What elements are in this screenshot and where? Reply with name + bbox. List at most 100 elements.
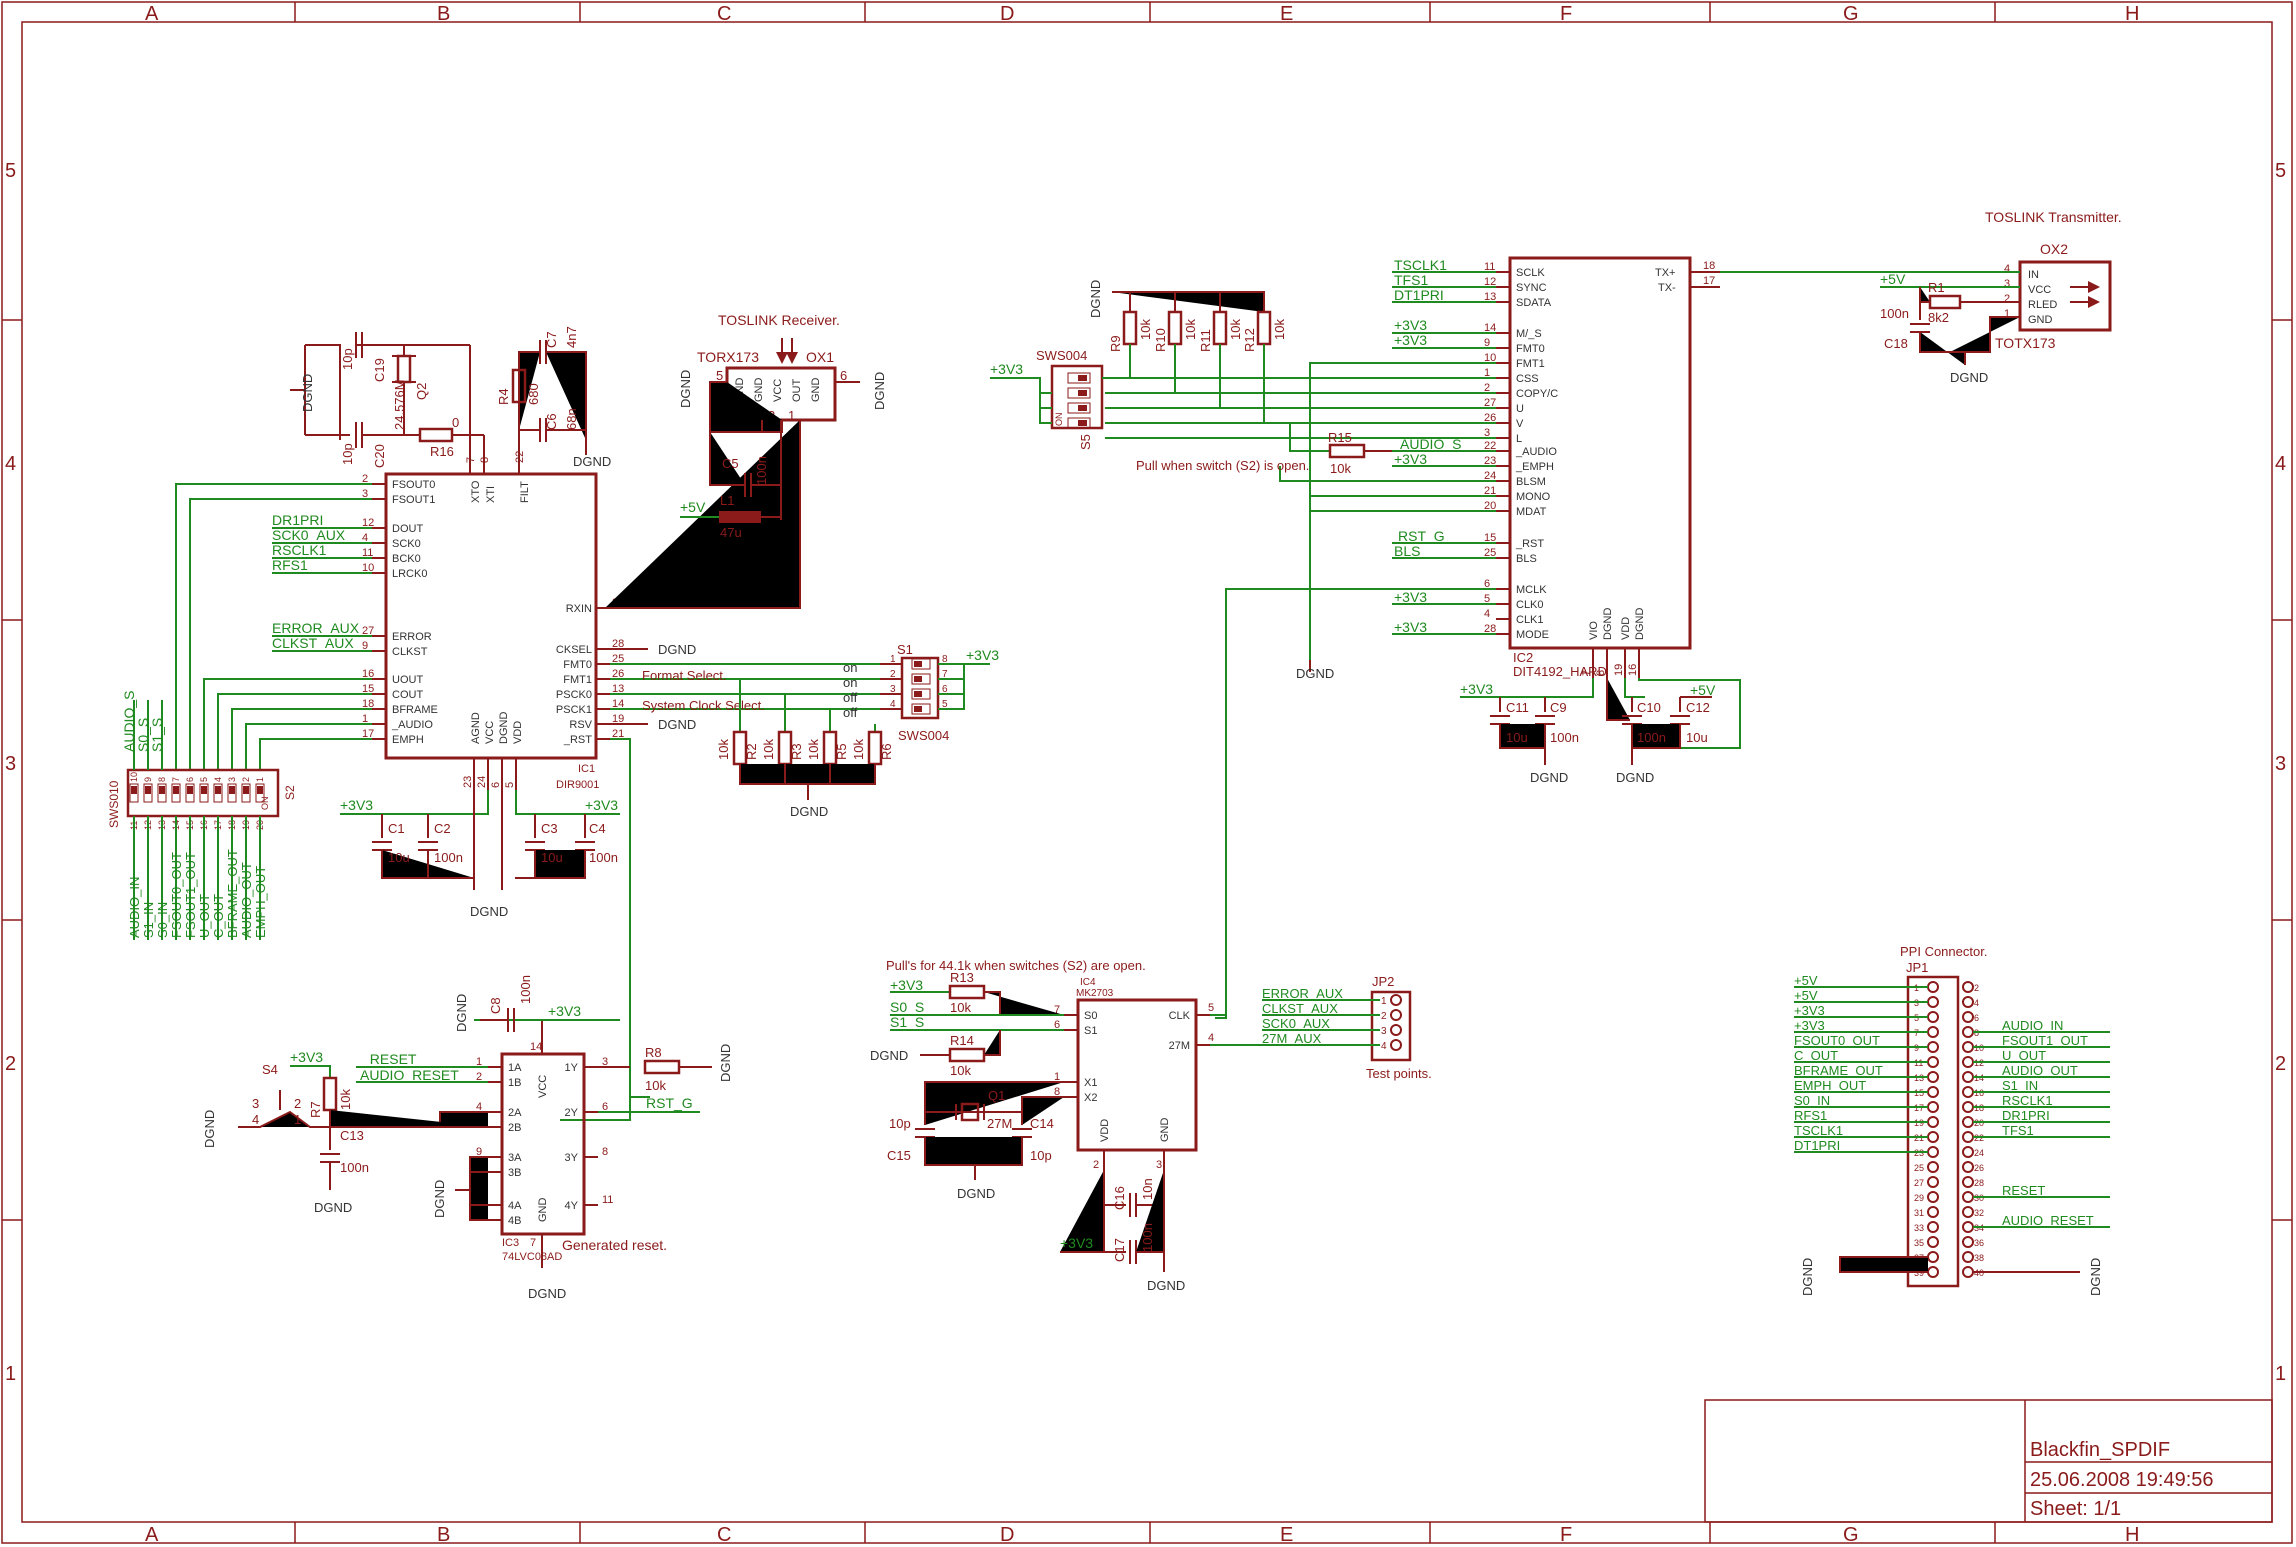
ic4-pin-number: 8 <box>1054 1086 1060 1098</box>
jp1-pin-odd <box>1927 1221 1939 1233</box>
svg-text:C19: C19 <box>372 358 387 382</box>
svg-text:TX+: TX+ <box>1655 267 1675 279</box>
svg-text:R15: R15 <box>1328 430 1352 445</box>
ic2-pin-name: _AUDIO <box>1515 446 1557 458</box>
svg-text:OX1: OX1 <box>806 349 834 365</box>
col-label-top: E <box>1280 3 1293 25</box>
jp1-pin-number-even: 36 <box>1974 1238 1984 1248</box>
svg-text:GND: GND <box>537 1198 549 1223</box>
svg-text:R6: R6 <box>879 743 894 760</box>
row-label-left: 3 <box>5 753 16 775</box>
svg-text:RLED: RLED <box>2028 299 2057 311</box>
ic1-right-nets: Format Select. System Clock Select. DGND… <box>560 642 880 1121</box>
ic2-pin-name: SDATA <box>1516 297 1552 309</box>
ic1-left-nets: DR1PRI SCK0_AUX RSCLK1 RFS1 ERROR_AUX CL… <box>175 483 372 770</box>
jp1-pin-odd <box>1927 1116 1939 1128</box>
dip-switch-cell <box>911 673 931 685</box>
svg-text:DGND: DGND <box>1800 1258 1815 1296</box>
ic2-nets: TSCLK1 TFS1 DT1PRI +3V3 +3V3 AUDIO_S +3V… <box>1105 257 1741 1019</box>
svg-text:100n: 100n <box>518 975 533 1004</box>
jp2-net-label: ERROR_AUX <box>1262 986 1343 1001</box>
svg-text:3: 3 <box>2004 278 2010 290</box>
ic2-pin-name: SCLK <box>1516 267 1545 279</box>
ic3-pin-name: 1A <box>508 1062 522 1074</box>
jp1-pin-even <box>1962 1206 1974 1218</box>
svg-text:5: 5 <box>716 368 723 383</box>
dgnd-label: DGND <box>300 374 315 412</box>
svg-text:C15: C15 <box>887 1148 911 1163</box>
ic3-pin-number: 3 <box>602 1056 608 1068</box>
svg-text:DGND: DGND <box>432 1180 447 1218</box>
svg-text:C13: C13 <box>340 1128 364 1143</box>
jp1-pin-number-even: 28 <box>1974 1178 1984 1188</box>
note-ppi-connector: PPI Connector. <box>1900 944 1987 959</box>
jp1-pin-odd <box>1927 1101 1939 1113</box>
ic3-pin-name: 4B <box>508 1215 521 1227</box>
note-pull-s2: Pull when switch (S2) is open. <box>1136 458 1309 473</box>
jp1-left-net-label: BFRAME_OUT <box>1794 1063 1883 1078</box>
dip-switch-cell <box>227 783 237 803</box>
dip-switch-cell <box>255 783 265 803</box>
svg-text:+3V3: +3V3 <box>1460 681 1493 697</box>
note-generated-reset: Generated reset. <box>562 1237 667 1253</box>
s2-bottom-net-label: EMPH_OUT <box>253 866 268 938</box>
ic1-pin-number: 26 <box>612 668 624 680</box>
svg-text:100n: 100n <box>589 850 618 865</box>
svg-text:4: 4 <box>2004 263 2010 275</box>
svg-text:2: 2 <box>2004 293 2010 305</box>
ic1-pin-number: 28 <box>612 638 624 650</box>
svg-text:GND: GND <box>2028 314 2053 326</box>
jp1-pin-odd <box>1927 996 1939 1008</box>
svg-text:7: 7 <box>465 457 477 463</box>
svg-text:1: 1 <box>788 408 795 423</box>
ic2-pin-name: MCLK <box>1516 584 1547 596</box>
svg-text:+3V3: +3V3 <box>585 797 618 813</box>
jp1-pin-even <box>1962 1146 1974 1158</box>
svg-text:on: on <box>843 660 857 675</box>
svg-text:C4: C4 <box>589 821 606 836</box>
svg-text:DGND: DGND <box>454 994 469 1032</box>
dip-switch-cell <box>241 783 251 803</box>
col-label-top: B <box>437 3 450 25</box>
jp1-pin-odd <box>1927 1041 1939 1053</box>
jp1-pin-even <box>1962 1056 1974 1068</box>
svg-text:14: 14 <box>530 1041 542 1053</box>
ic2-pin-number: 22 <box>1484 440 1496 452</box>
svg-text:C10: C10 <box>1637 700 1661 715</box>
jp1-pin-odd <box>1927 1176 1939 1188</box>
svg-text:100n: 100n <box>754 456 769 485</box>
s1-pin-number-right: 8 <box>942 654 948 665</box>
jp1-pin-even <box>1962 1191 1974 1203</box>
svg-text:off: off <box>843 705 858 720</box>
svg-text:S2: S2 <box>283 785 297 800</box>
row-label-right: 4 <box>2275 453 2286 475</box>
jp1-pin-number-even: 6 <box>1974 1013 1979 1023</box>
grid-labels: A B C D E F G H A B C D E F G H 5 4 3 2 … <box>5 3 2286 1546</box>
jp1-pin-number-even: 32 <box>1974 1208 1984 1218</box>
svg-text:GND: GND <box>1159 1118 1171 1143</box>
dip-switch-knob <box>215 786 221 794</box>
svg-text:R13: R13 <box>950 970 974 985</box>
ic2-pin-name: BLSM <box>1516 476 1546 488</box>
net-clkst-aux: CLKST_AUX <box>272 635 354 651</box>
ic2-pin-number: 24 <box>1484 470 1496 482</box>
svg-text:DGND: DGND <box>1147 1278 1185 1293</box>
jp1-left-net-label: +3V3 <box>1794 1003 1825 1018</box>
svg-text:10k: 10k <box>1272 319 1287 340</box>
dip-switch-cell <box>171 783 181 803</box>
svg-text:Q2: Q2 <box>414 383 429 400</box>
ic2-pin-name: MODE <box>1516 629 1549 641</box>
jp2-pin-circle <box>1390 994 1402 1006</box>
svg-text:10k: 10k <box>950 1063 971 1078</box>
ic1-pin-number: 16 <box>362 668 374 680</box>
ic1-pin-name: COUT <box>392 689 423 701</box>
svg-text:7: 7 <box>1581 670 1593 676</box>
jp1-pin-number-even: 26 <box>1974 1163 1984 1173</box>
ic1-pin-name: EMPH <box>392 734 424 746</box>
ic4-pin-number: 4 <box>1208 1032 1214 1044</box>
jp1-pin-even <box>1962 1071 1974 1083</box>
jp1-pin-odd <box>1927 1146 1939 1158</box>
dip-switch-knob <box>145 786 151 794</box>
project-date: 25.06.2008 19:49:56 <box>2030 1469 2214 1491</box>
ic2-pin-number: 25 <box>1484 547 1496 559</box>
